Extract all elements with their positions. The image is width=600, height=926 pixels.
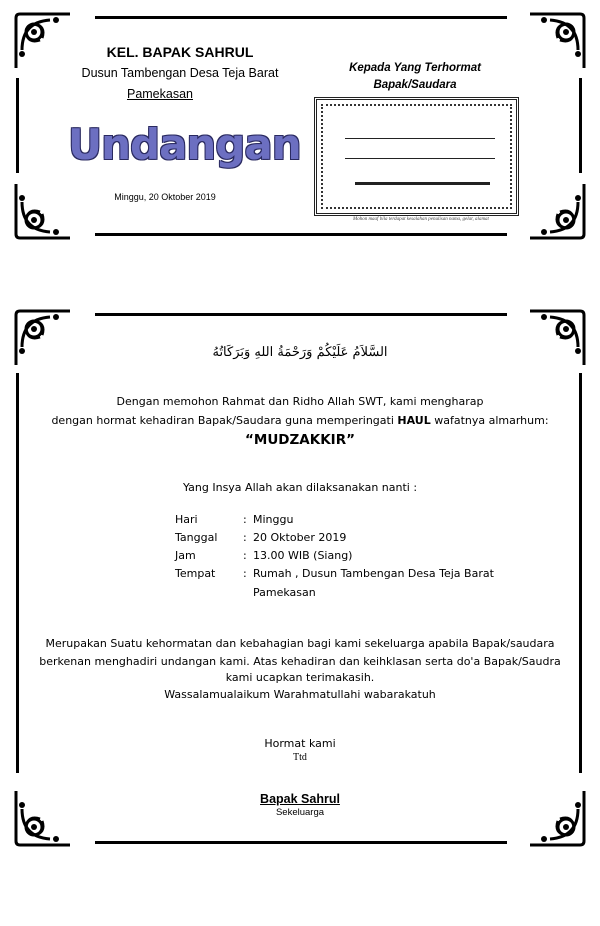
envelope-border-right <box>579 78 582 173</box>
envelope-border-top <box>95 16 507 19</box>
detail-value-place-continued: Pamekasan <box>253 586 316 599</box>
closing-line-1: Merupakan Suatu kehormatan dan kebahagia… <box>45 637 555 650</box>
ornament-corner-icon <box>12 180 74 242</box>
ornament-corner-icon <box>526 787 588 849</box>
envelope-border-left <box>16 78 19 173</box>
detail-colon: : <box>243 567 247 580</box>
address-line <box>345 158 495 159</box>
paragraph-line-2: dengan hormat kehadiran Bapak/Saudara gu… <box>0 414 600 427</box>
paragraph-line-2-end: wafatnya almarhum: <box>430 414 549 427</box>
haul-keyword: HAUL <box>397 414 431 427</box>
detail-colon: : <box>243 531 247 544</box>
detail-label-place: Tempat <box>175 567 216 580</box>
detail-value-day: Minggu <box>253 513 294 526</box>
detail-label-time: Jam <box>175 549 196 562</box>
recipient-subheading: Bapak/Saudara <box>373 79 457 91</box>
host-family: Sekeluarga <box>275 807 325 818</box>
detail-colon: : <box>243 513 247 526</box>
event-intro: Yang Insya Allah akan dilaksanakan nanti… <box>182 481 418 494</box>
ornament-corner-icon <box>526 180 588 242</box>
address-note: Mohon maaf bila terdapat kesalahan penul… <box>353 217 489 222</box>
envelope-border-bottom <box>95 233 507 236</box>
address-line <box>355 182 490 185</box>
address-box-inner-border <box>321 104 512 209</box>
letter-border-top <box>95 313 507 316</box>
detail-value-time: 13.00 WIB (Siang) <box>253 549 353 562</box>
honoree-name: “MUDZAKKIR” <box>245 432 355 448</box>
ornament-corner-icon <box>12 307 74 369</box>
closing-line-2: berkenan menghadiri undangan kami. Atas … <box>39 655 561 668</box>
sender-address: Dusun Tambengan Desa Teja Barat <box>81 66 279 80</box>
detail-value-place: Rumah , Dusun Tambengan Desa Teja Barat <box>253 567 494 580</box>
ornament-corner-icon <box>526 307 588 369</box>
envelope-date: Minggu, 20 Oktober 2019 <box>114 192 216 202</box>
detail-value-date: 20 Oktober 2019 <box>253 531 347 544</box>
invitation-title: Undangan <box>68 120 302 169</box>
signature-mark: Ttd <box>293 752 307 763</box>
letter-border-right <box>579 373 582 773</box>
host-name: Bapak Sahrul <box>260 792 340 806</box>
letter-border-bottom <box>95 841 507 844</box>
letter-card <box>0 295 600 855</box>
ornament-corner-icon <box>12 10 74 72</box>
closing-line-3: kami ucapkan terimakasih. <box>225 671 375 684</box>
paragraph-line-2-start: dengan hormat kehadiran Bapak/Saudara gu… <box>51 414 398 427</box>
address-line <box>345 138 495 139</box>
detail-colon: : <box>243 549 247 562</box>
detail-label-date: Tanggal <box>175 531 218 544</box>
sender-name: KEL. BAPAK SAHRUL <box>106 44 254 60</box>
closing-line-4: Wassalamualaikum Warahmatullahi wabaraka… <box>164 688 436 701</box>
sender-city: Pamekasan <box>126 87 193 101</box>
paragraph-line-1: Dengan memohon Rahmat dan Ridho Allah SW… <box>116 395 484 408</box>
envelope-card: KEL. BAPAK SAHRUL Dusun Tambengan Desa T… <box>0 0 600 250</box>
ornament-corner-icon <box>526 10 588 72</box>
recipient-heading: Kepada Yang Terhormat <box>349 62 481 74</box>
letter-border-left <box>16 373 19 773</box>
ornament-corner-icon <box>12 787 74 849</box>
regards: Hormat kami <box>264 737 336 750</box>
address-box <box>314 97 519 216</box>
islamic-greeting: السَّلاَمُ عَلَيْكُمْ وَرَحْمَةُ اللهِ و… <box>212 345 388 360</box>
detail-label-day: Hari <box>175 513 198 526</box>
